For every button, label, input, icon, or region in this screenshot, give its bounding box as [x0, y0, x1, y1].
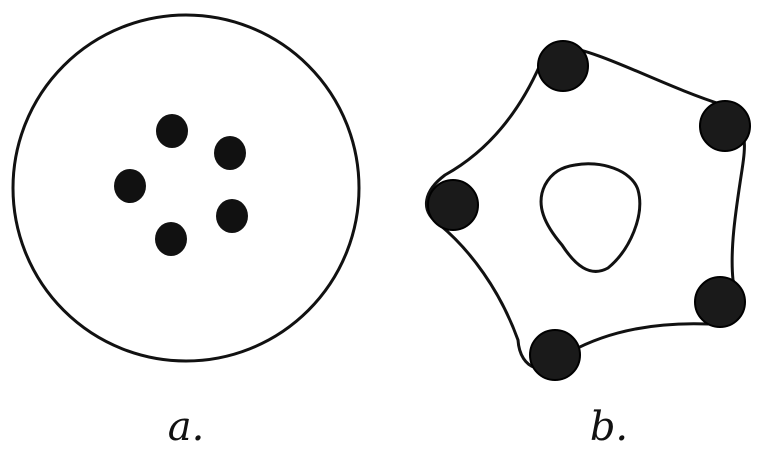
- panel-a-dot: [214, 136, 246, 170]
- panel-b: b.: [424, 40, 751, 450]
- panel-b-dot: [694, 276, 746, 328]
- panel-a: a.: [11, 13, 361, 450]
- panel-b-dot: [427, 179, 479, 231]
- panel-a-dot: [155, 222, 187, 256]
- panel-a-dot: [114, 169, 146, 203]
- panel-b-caption: b.: [590, 404, 628, 450]
- panel-b-dot: [537, 40, 589, 92]
- panel-a-caption: a.: [168, 404, 205, 450]
- panel-b-dot: [699, 100, 751, 152]
- panel-b-inner-hole: [539, 162, 642, 273]
- panel-a-outer-circle: [11, 13, 361, 363]
- panel-a-dot: [216, 199, 248, 233]
- panel-a-dot: [156, 114, 188, 148]
- panel-b-dot: [529, 329, 581, 381]
